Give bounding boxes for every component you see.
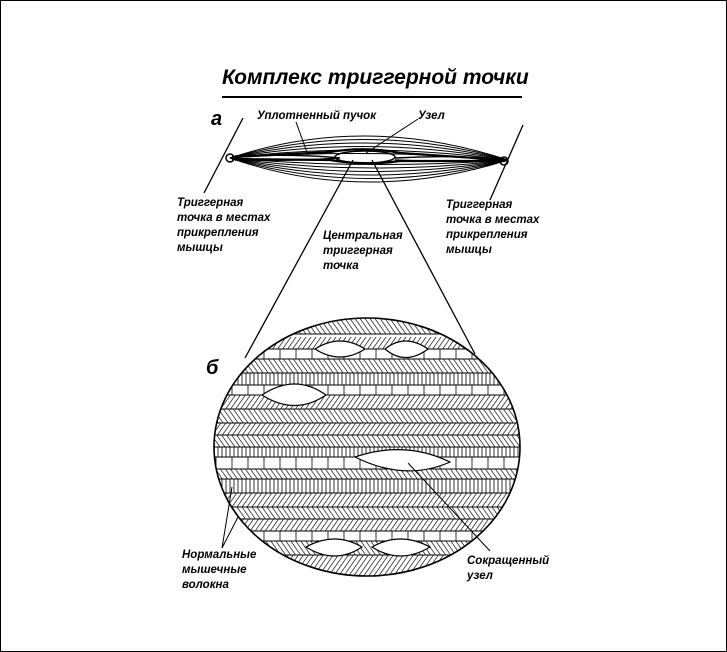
muscle-belly [229,135,509,183]
leader-knot [365,118,419,154]
panel-label-b: б [206,357,219,379]
label-contracted-knot: Сокращенный узел [467,555,550,582]
magnified-circle-outline [213,317,521,577]
label-central-trigger: Центральная триггерная точка [323,230,403,272]
attachment-line-left [203,117,244,194]
label-trigger-left: Триггерная точка в местах прикрепления м… [177,197,271,254]
leader-contracted-knot [407,462,491,552]
label-dense-bundle: Уплотненный пучок [257,110,377,122]
zoom-line-left [244,159,354,359]
label-trigger-right: Триггерная точка в местах прикрепления м… [446,199,540,256]
diagram-title: Комплекс триггерной точки [222,66,529,89]
zoom-line-right [371,159,476,355]
contraction-knot [384,340,430,359]
contraction-knot [313,340,367,358]
label-normal-fibers: Нормальные мышечные волокна [182,549,257,591]
label-knot: Узел [418,110,445,122]
contraction-knot [370,538,432,557]
leader-dense-bundle [295,121,309,156]
contraction-knot [260,383,328,406]
trigger-point-left [225,153,235,163]
leader-normal-fibers-2 [221,516,239,549]
contraction-knot [353,449,452,472]
leader-normal-fibers-1 [221,486,233,549]
panel-label-a: а [211,108,223,130]
contraction-knot [304,538,364,557]
attachment-line-right [489,124,524,201]
contraction-knots [260,340,452,557]
central-knot [334,150,396,164]
fiber-cross-section [214,318,520,576]
trigger-point-right [499,156,509,166]
